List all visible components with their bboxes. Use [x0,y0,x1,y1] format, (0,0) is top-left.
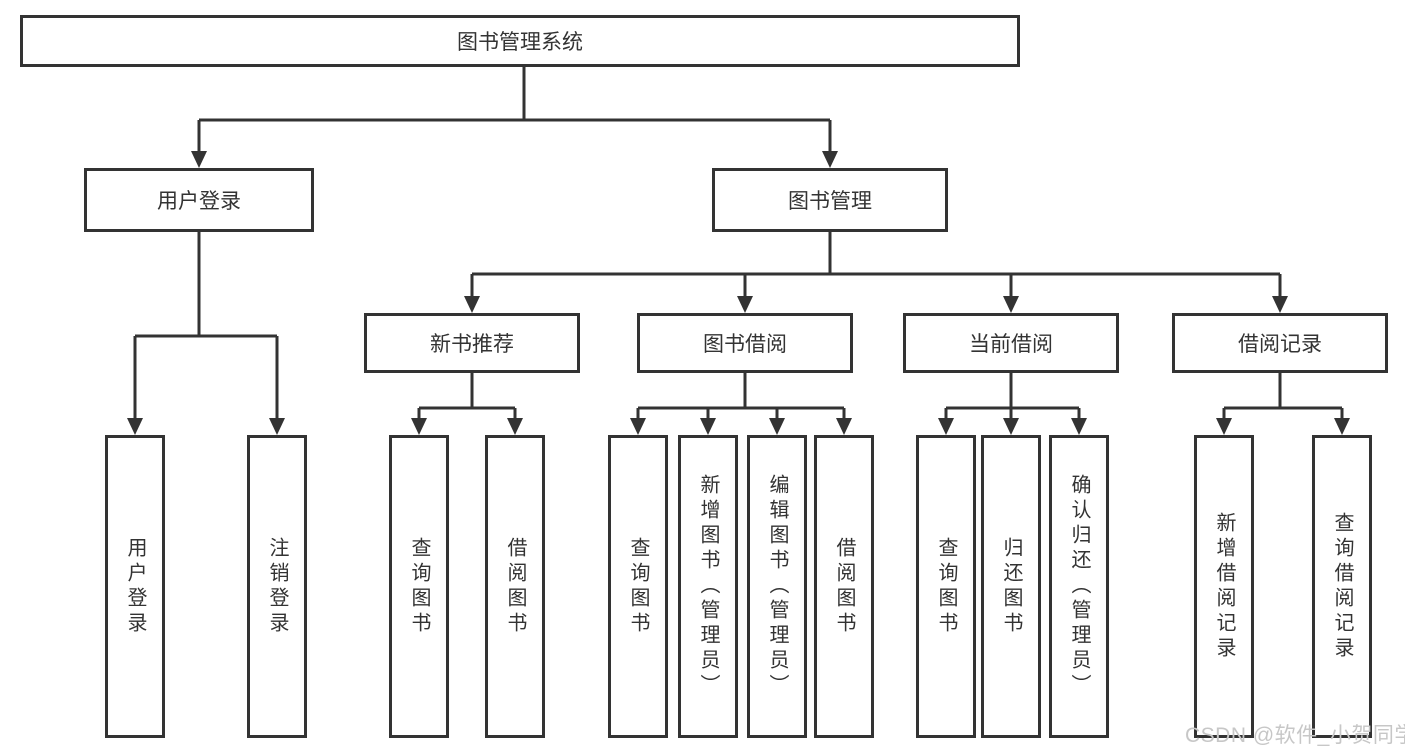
arrowheads [127,151,1350,435]
leaf-borrow-book: 借阅图书 [814,435,874,738]
leaf-return-book-label: 归还图书 [1000,536,1022,637]
node-user-login-label: 用户登录 [157,190,241,213]
node-current-borrow-label: 当前借阅 [969,333,1053,356]
leaf-add-book-admin-label: 新增图书（管理员） [697,474,719,699]
node-borrow-records-label: 借阅记录 [1238,333,1322,356]
leaf-query-borrow-record: 查询借阅记录 [1312,435,1372,738]
leaf-user-login-label: 用户登录 [124,536,146,637]
leaf-add-borrow-record: 新增借阅记录 [1194,435,1254,738]
node-root-label: 图书管理系统 [457,31,583,54]
leaf-query-borrow-record-label: 查询借阅记录 [1331,511,1353,662]
node-book-borrow: 图书借阅 [637,313,853,373]
leaf-add-borrow-record-label: 新增借阅记录 [1213,511,1235,662]
leaf-borrow-book-label: 借阅图书 [833,536,855,637]
node-new-book-recommend-label: 新书推荐 [430,333,514,356]
leaf-query-book-recommend: 查询图书 [389,435,449,738]
leaf-confirm-return-admin-label: 确认归还（管理员） [1068,474,1090,699]
leaf-borrow-book-recommend: 借阅图书 [485,435,545,738]
node-book-management-label: 图书管理 [788,190,872,213]
leaf-query-book-borrow-label: 查询图书 [627,536,649,637]
node-current-borrow: 当前借阅 [903,313,1119,373]
csdn-watermark: CSDN @软件_小贺同学 [1185,724,1405,747]
leaf-query-book-borrow: 查询图书 [608,435,668,738]
leaf-edit-book-admin: 编辑图书（管理员） [747,435,807,738]
leaf-edit-book-admin-label: 编辑图书（管理员） [766,474,788,699]
node-book-borrow-label: 图书借阅 [703,333,787,356]
leaf-logout: 注销登录 [247,435,307,738]
leaf-query-book-current-label: 查询图书 [935,536,957,637]
node-user-login: 用户登录 [84,168,314,232]
node-borrow-records: 借阅记录 [1172,313,1388,373]
node-root: 图书管理系统 [20,15,1020,67]
leaf-query-book-current: 查询图书 [916,435,976,738]
leaf-logout-label: 注销登录 [266,536,288,637]
leaf-add-book-admin: 新增图书（管理员） [678,435,738,738]
leaf-query-book-recommend-label: 查询图书 [408,536,430,637]
leaf-return-book: 归还图书 [981,435,1041,738]
connector-paths [133,67,1344,420]
node-book-management: 图书管理 [712,168,948,232]
node-new-book-recommend: 新书推荐 [364,313,580,373]
leaf-user-login: 用户登录 [105,435,165,738]
leaf-borrow-book-recommend-label: 借阅图书 [504,536,526,637]
leaf-confirm-return-admin: 确认归还（管理员） [1049,435,1109,738]
